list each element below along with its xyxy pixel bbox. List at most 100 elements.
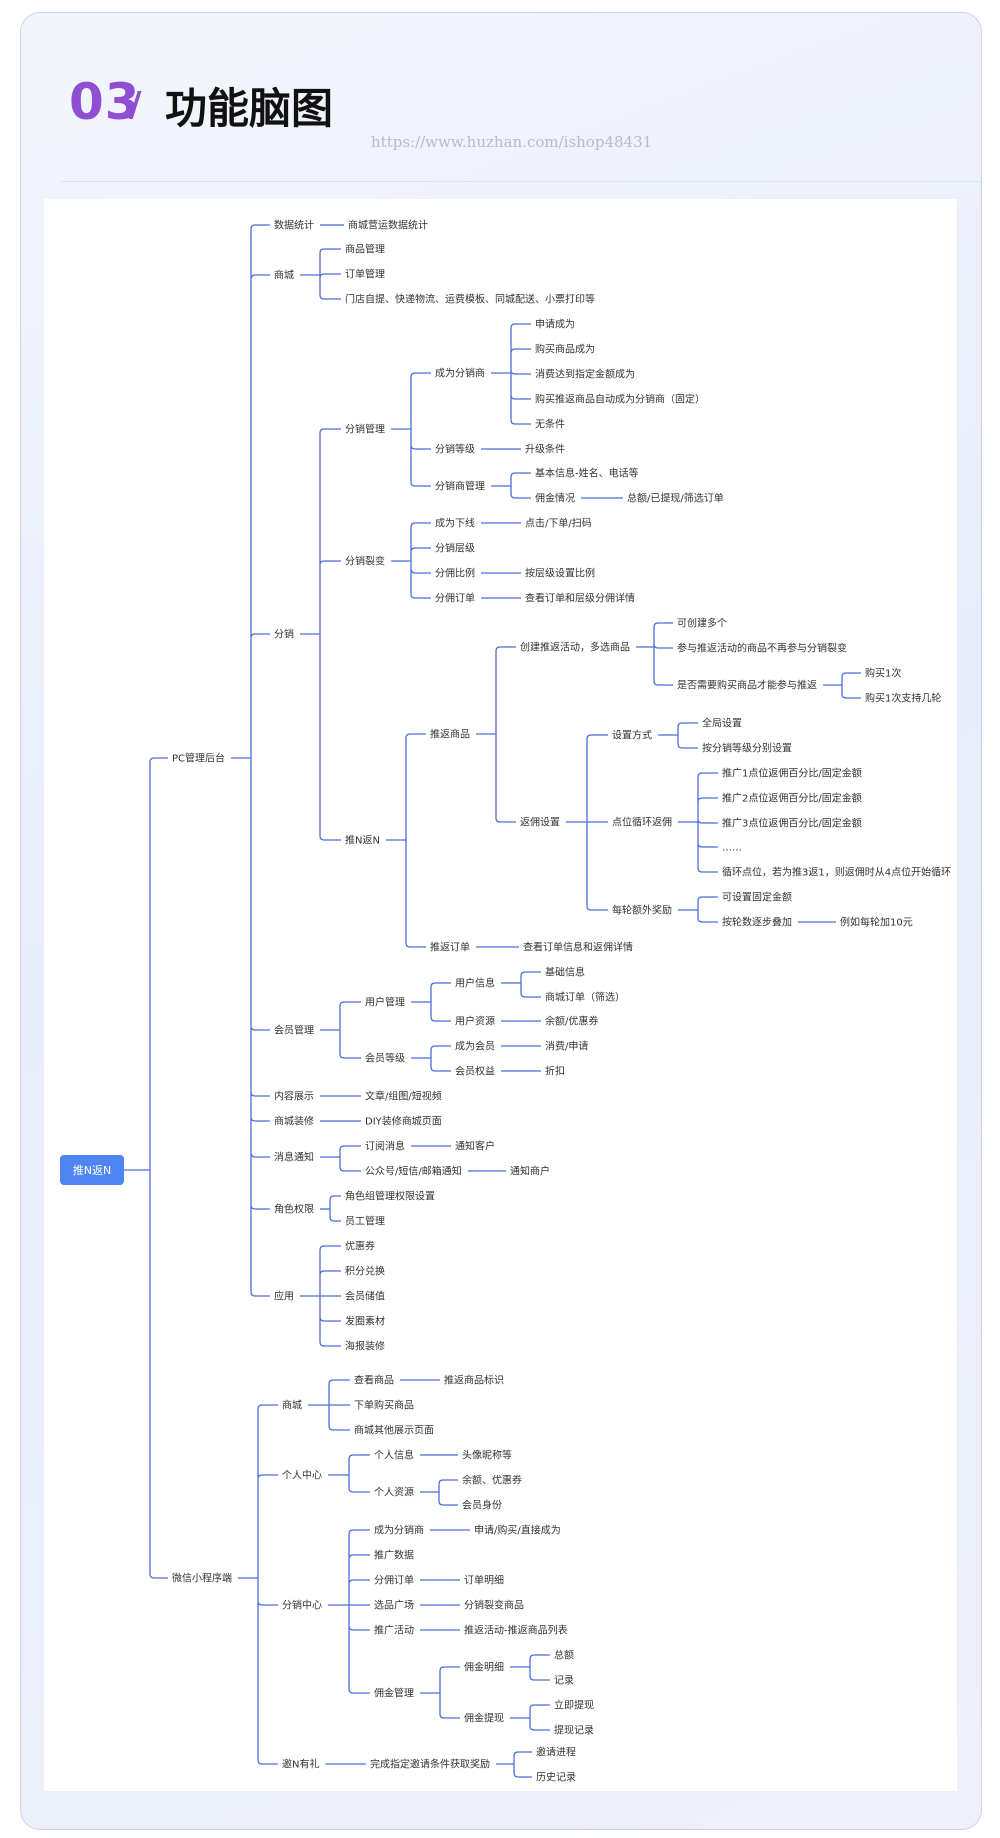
node-c2c: 每轮额外奖励 xyxy=(612,904,672,917)
node-ml2a: 折扣 xyxy=(545,1065,565,1078)
node-wd: 分销中心 xyxy=(282,1599,322,1612)
node-dm3: 分销商管理 xyxy=(435,480,485,493)
connector-branch-tn xyxy=(405,733,426,948)
node-um: 用户管理 xyxy=(365,996,405,1009)
node-dist: 分销 xyxy=(274,628,294,641)
connector-branch-ml xyxy=(430,1045,451,1072)
node-c2c2a: 例如每轮加10元 xyxy=(840,916,913,929)
node-ws1a: 推返商品标识 xyxy=(444,1374,504,1387)
node-wi: 邀N有礼 xyxy=(282,1758,319,1771)
section-number: 03 xyxy=(69,73,141,131)
connector-branch-wd6a xyxy=(529,1654,550,1681)
node-tn: 推N返N xyxy=(345,834,380,847)
section-slash: / xyxy=(129,85,142,125)
node-mem: 会员管理 xyxy=(274,1024,314,1037)
node-msg2: 公众号/短信/邮箱通知 xyxy=(365,1165,462,1178)
node-wd6: 佣金管理 xyxy=(374,1687,414,1700)
node-wd6a1: 总额 xyxy=(554,1649,574,1662)
node-wd5a: 推返活动-推返商品列表 xyxy=(464,1624,568,1637)
node-ui: 用户信息 xyxy=(455,977,495,990)
node-dm2a: 升级条件 xyxy=(525,443,565,456)
node-wd6b: 佣金提现 xyxy=(464,1712,504,1725)
node-c2b5: 循环点位，若为推3返1，则返佣时从4点位开始循环 xyxy=(722,866,951,879)
node-msg1: 订阅消息 xyxy=(365,1140,405,1153)
node-ct1: 文章/组图/短视频 xyxy=(365,1090,442,1103)
connector-branch-wx xyxy=(257,1404,278,1765)
node-wi1a: 邀请进程 xyxy=(536,1746,576,1759)
node-fx: 分销裂变 xyxy=(345,555,385,568)
connector-branch-wd xyxy=(348,1529,370,1694)
node-wd2: 推广数据 xyxy=(374,1549,414,1562)
node-c1c: 是否需要购买商品才能参与推返 xyxy=(677,679,817,692)
connector-branch-app xyxy=(319,1245,341,1347)
node-dm1: 成为分销商 xyxy=(435,367,485,380)
node-app2: 积分兑换 xyxy=(345,1265,385,1278)
connector-branch-c1c xyxy=(841,672,861,699)
connector-branch-root xyxy=(149,757,168,1579)
node-c1c1: 购买1次 xyxy=(865,667,901,680)
node-ws2: 下单购买商品 xyxy=(354,1399,414,1412)
node-wd5: 推广活动 xyxy=(374,1624,414,1637)
connector-branch-pc xyxy=(250,224,270,1297)
node-msg1a: 通知客户 xyxy=(455,1140,495,1153)
node-wd1: 成为分销商 xyxy=(374,1524,424,1537)
node-dm3a: 基本信息-姓名、电话等 xyxy=(535,467,639,480)
node-stat: 数据统计 xyxy=(274,219,314,232)
connector-branch-dist xyxy=(319,428,341,841)
node-dm2: 分销等级 xyxy=(435,443,475,456)
node-c2a1: 全局设置 xyxy=(702,717,742,730)
node-tn2: 推返订单 xyxy=(430,941,470,954)
node-c1c2: 购买1次支持几轮 xyxy=(865,692,941,705)
node-wx: 微信小程序端 xyxy=(172,1572,232,1585)
node-role2: 员工管理 xyxy=(345,1215,385,1228)
connector-branch-wd6 xyxy=(439,1666,460,1719)
node-c2b4: …… xyxy=(722,843,742,854)
root-node-label: 推N返N xyxy=(73,1163,111,1177)
connector-branch-wi1 xyxy=(513,1751,532,1778)
node-ml: 会员等级 xyxy=(365,1052,405,1065)
node-ws1: 查看商品 xyxy=(354,1374,394,1387)
node-c2a2: 按分销等级分别设置 xyxy=(702,742,792,755)
connector-branch-c2 xyxy=(586,734,608,911)
node-ml1a: 消费/申请 xyxy=(545,1040,588,1053)
connector-branch-dm xyxy=(410,372,431,487)
node-msg2a: 通知商户 xyxy=(510,1165,550,1178)
connector-branch-dm1 xyxy=(510,323,531,425)
node-app5: 海报装修 xyxy=(345,1340,385,1353)
node-wd3a: 订单明细 xyxy=(464,1574,504,1587)
node-c1b: 参与推返活动的商品不再参与分销裂变 xyxy=(677,642,847,655)
node-labels: 推N返NPC管理后台数据统计商城营运数据统计商城商品管理订单管理门店自提、快递物… xyxy=(60,219,951,1784)
node-ml1: 成为会员 xyxy=(455,1040,495,1053)
connector-branch-um xyxy=(430,982,451,1022)
connector-branch-wp xyxy=(348,1454,370,1493)
divider xyxy=(61,181,981,182)
node-c1a: 可创建多个 xyxy=(677,617,727,630)
node-c2c1: 可设置固定金额 xyxy=(722,891,792,904)
node-fx4a: 查看订单和层级分佣详情 xyxy=(525,592,635,605)
node-role1: 角色组管理权限设置 xyxy=(345,1190,435,1203)
node-ct: 内容展示 xyxy=(274,1090,314,1103)
node-wd4a: 分销裂变商品 xyxy=(464,1599,524,1612)
connector-branch-tn1 xyxy=(495,646,516,823)
node-wd4: 选品广场 xyxy=(374,1599,414,1612)
node-tn1: 推返商品 xyxy=(430,728,470,741)
node-mall: 商城 xyxy=(274,269,294,282)
node-wp2a: 余额、优惠券 xyxy=(462,1474,522,1487)
connector-branch-c2c xyxy=(697,896,718,923)
node-dm1d: 购买推返商品自动成为分销商（固定） xyxy=(535,393,705,406)
node-tn2a: 查看订单信息和返佣详情 xyxy=(523,941,633,954)
node-wd6a: 佣金明细 xyxy=(464,1661,504,1674)
connector-branch-msg xyxy=(339,1145,361,1172)
node-pc: PC管理后台 xyxy=(172,752,225,765)
connector-branch-ws xyxy=(328,1379,350,1431)
connector-branch-role xyxy=(329,1195,341,1222)
node-ur1: 余额/优惠券 xyxy=(545,1015,598,1028)
connector-branch-fx xyxy=(410,522,431,599)
node-wd1a: 申请/购买/直接成为 xyxy=(474,1524,561,1537)
node-app3: 会员储值 xyxy=(345,1290,385,1303)
node-role: 角色权限 xyxy=(274,1203,314,1216)
node-mall3: 门店自提、快递物流、运费模板、同城配送、小票打印等 xyxy=(345,293,595,306)
node-fx4: 分佣订单 xyxy=(435,593,475,605)
node-mall2: 订单管理 xyxy=(345,268,385,281)
